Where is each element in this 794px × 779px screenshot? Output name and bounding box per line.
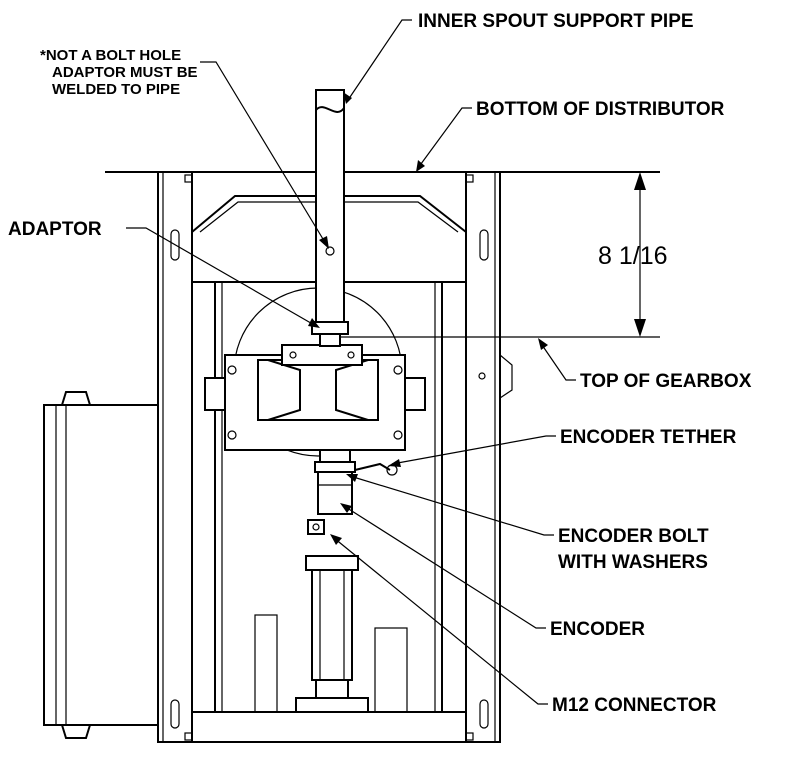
label-note-line2: ADAPTOR MUST BE xyxy=(52,64,198,81)
label-encoder-tether: ENCODER TETHER xyxy=(560,427,737,448)
inner-spout-support-pipe xyxy=(315,89,345,326)
label-encoder-bolt-line1: ENCODER BOLT xyxy=(558,526,709,547)
actuator-cylinder xyxy=(254,555,408,713)
label-note-line3: WELDED TO PIPE xyxy=(52,81,180,98)
right-fitting xyxy=(478,372,486,380)
dimension-label: 8 1/16 xyxy=(598,242,668,270)
side-door xyxy=(43,391,159,739)
label-adaptor: ADAPTOR xyxy=(8,219,102,240)
label-note-line1: *NOT A BOLT HOLE xyxy=(40,47,181,64)
leader-lines xyxy=(126,19,576,705)
label-encoder-bolt-line2: WITH WASHERS xyxy=(558,552,708,573)
adaptor xyxy=(311,321,349,347)
label-encoder: ENCODER xyxy=(550,619,645,640)
dimension-8-1-16 xyxy=(628,171,660,337)
gearbox-bracket xyxy=(257,344,379,421)
label-inner-spout-support-pipe: INNER SPOUT SUPPORT PIPE xyxy=(418,11,694,32)
label-top-of-gearbox: TOP OF GEARBOX xyxy=(580,371,752,392)
label-bottom-of-distributor: BOTTOM OF DISTRIBUTOR xyxy=(476,99,725,120)
label-m12-connector: M12 CONNECTOR xyxy=(552,695,717,716)
encoder-assembly xyxy=(307,449,398,535)
